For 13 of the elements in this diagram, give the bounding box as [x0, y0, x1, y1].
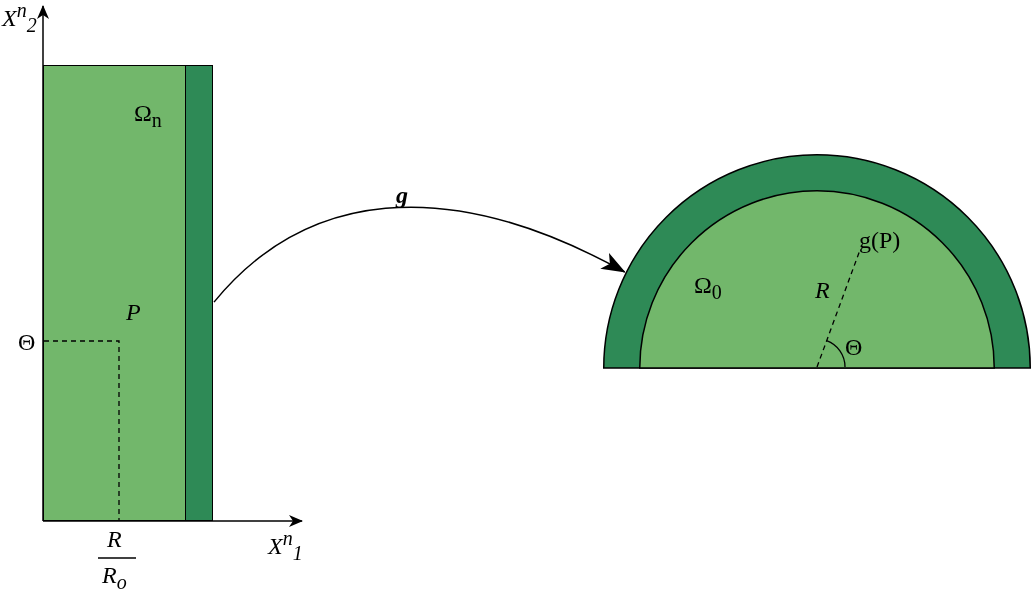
radius-label: R: [815, 278, 830, 302]
fraction-denominator: R$_{o}$: [102, 563, 127, 592]
point-label: P: [126, 300, 141, 324]
point-label: g(P): [859, 228, 901, 252]
axis-tick-label: Θ: [18, 330, 36, 354]
angle-label: Θ: [845, 335, 863, 359]
region-label: Ω$_{0}$: [694, 273, 722, 302]
fraction-numerator: R: [107, 527, 122, 551]
region-label: Ω$_{n}$: [134, 101, 162, 130]
domain-rectangle: [43, 65, 213, 521]
half-annulus: [603, 154, 1031, 368]
mapping-arrow: [213, 206, 626, 303]
boundary-strip: [185, 64, 213, 521]
